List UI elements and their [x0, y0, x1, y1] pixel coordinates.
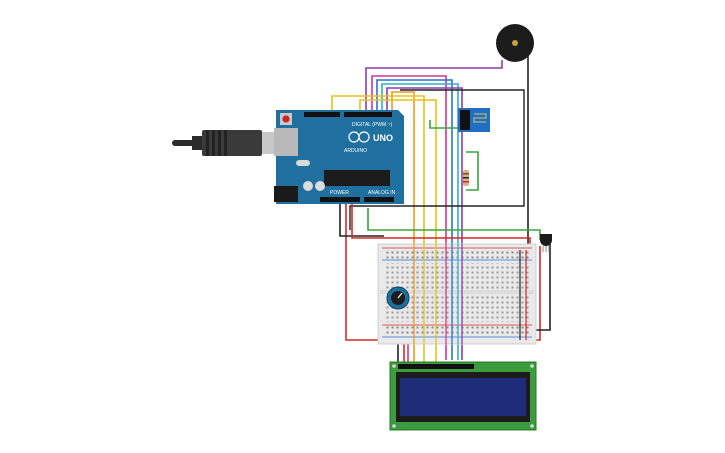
- wire-green-right: [466, 151, 479, 191]
- capacitor-1: [303, 181, 313, 191]
- potentiometer[interactable]: [386, 286, 410, 310]
- wires: [331, 56, 551, 362]
- lcd-screen: [400, 378, 526, 416]
- wire-red-power: [345, 204, 385, 341]
- digital-header-2: [344, 112, 392, 117]
- buzzer[interactable]: [496, 24, 534, 62]
- wires-over-breadboard: [413, 244, 527, 344]
- crystal: [296, 160, 310, 166]
- buzzer-center: [512, 40, 518, 46]
- power-jack: [274, 186, 298, 202]
- arduino-brand: ARDUINO: [344, 148, 367, 154]
- power-label: POWER: [330, 190, 349, 196]
- usb-socket: [274, 128, 298, 156]
- arduino-model: UNO: [373, 133, 393, 143]
- wire-black-power: [339, 204, 384, 237]
- lcd-pins: [398, 364, 474, 369]
- lcd-16x2[interactable]: [389, 361, 537, 431]
- analog-header: [364, 197, 394, 202]
- wifi-module[interactable]: [458, 108, 490, 132]
- analog-label: ANALOG IN: [368, 190, 396, 196]
- wire-buzzer-purple: [365, 60, 503, 113]
- arduino-uno[interactable]: ARDUINO UNO DIGITAL (PWM ~) POWER ANALOG…: [274, 110, 404, 204]
- wire-green-bottom: [367, 208, 541, 240]
- wire-black-frame: [349, 89, 525, 230]
- wire-cyan-1: [381, 83, 459, 360]
- breadboard-upper-grid: [384, 263, 530, 289]
- breadboard-bottom-rail: [384, 326, 530, 336]
- wifi-module-chip: [460, 110, 470, 130]
- breadboard-top-rail: [384, 249, 530, 259]
- power-header: [320, 197, 360, 202]
- reset-button-cap: [282, 115, 290, 123]
- digital-label: DIGITAL (PWM ~): [352, 122, 392, 128]
- wire-yellow-1: [331, 95, 425, 362]
- wire-orange-1: [391, 91, 415, 362]
- resistor-top[interactable]: [463, 170, 469, 186]
- capacitor-2: [315, 181, 325, 191]
- breadboard: [377, 243, 537, 345]
- digital-header-1: [304, 112, 340, 117]
- wifi-antenna: [473, 113, 487, 123]
- wire-red-power-2: [351, 204, 531, 250]
- wire-green-esp: [429, 120, 458, 129]
- sensor-body: [540, 234, 552, 246]
- wire-yellow-2: [359, 99, 437, 362]
- temperature-sensor[interactable]: [540, 234, 552, 252]
- usb-cable: [172, 130, 280, 156]
- arduino-logo: [348, 131, 370, 143]
- atmega-chip: [324, 170, 390, 186]
